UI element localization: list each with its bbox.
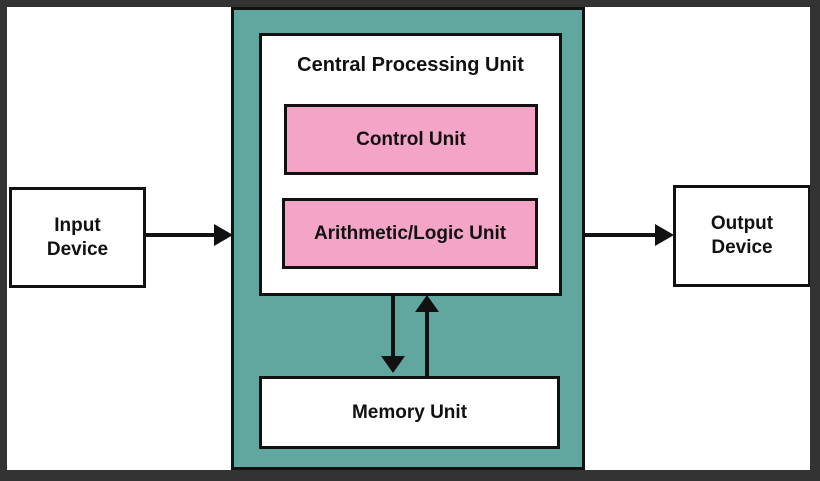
arrow-up-icon	[415, 295, 439, 312]
arrow-right-icon	[655, 224, 674, 246]
input-device-node: Input Device	[9, 187, 146, 288]
arrow-shaft	[391, 294, 395, 358]
alu-label: Arithmetic/Logic Unit	[313, 222, 507, 244]
output-device-label: Output Device	[710, 213, 774, 258]
input-device-label: Input Device	[46, 214, 109, 260]
alu-node: Arithmetic/Logic Unit	[282, 198, 538, 269]
cpu-inner-box: Central Processing Unit Control Unit Ari…	[259, 33, 562, 296]
arrow-shaft	[425, 310, 429, 376]
memory-unit-label: Memory Unit	[351, 401, 468, 423]
memory-unit-node: Memory Unit	[259, 376, 560, 449]
arrow-right-icon	[214, 224, 233, 246]
arrow-shaft	[144, 233, 218, 237]
output-device-node: Output Device	[673, 185, 811, 287]
arrow-shaft	[583, 233, 657, 237]
control-unit-label: Control Unit	[356, 128, 466, 150]
cpu-title: Central Processing Unit	[297, 54, 524, 76]
cpu-container: Central Processing Unit Control Unit Ari…	[231, 7, 585, 470]
arrow-down-icon	[381, 356, 405, 373]
control-unit-node: Control Unit	[284, 104, 538, 175]
